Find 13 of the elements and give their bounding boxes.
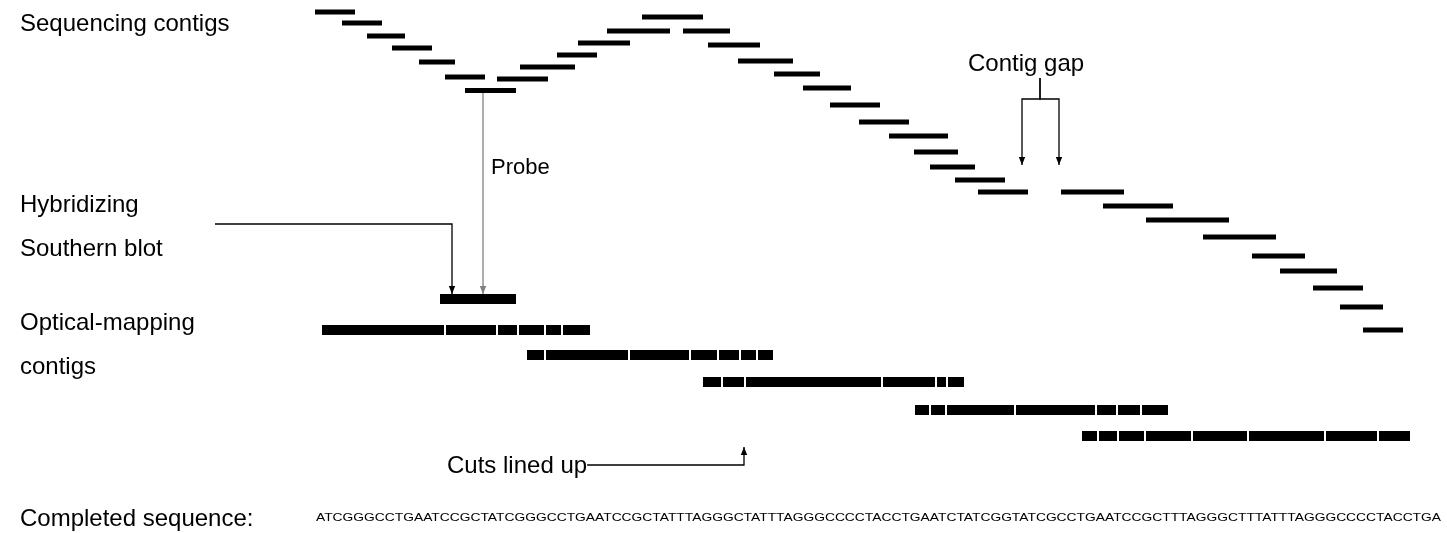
arrow [586, 446, 748, 466]
arrow [479, 92, 487, 295]
heading-text: Completed sequence: [20, 503, 254, 533]
probe-contig-bar [465, 88, 516, 93]
heading-text: Optical-mapping contigs [20, 307, 196, 381]
heading-text: Sequencing contigs [20, 8, 230, 38]
callout-text: Contig gap [968, 48, 1085, 78]
arrow [214, 223, 456, 295]
callout-text: Hybridizing Southern blot [20, 182, 215, 270]
sequence-text: ATCGGGCCTGAATCCGCTATCGGGCCTGAATCCGCTATTTAGGGCTATTTAGGGCCCCTACCTGAATCTATCGGTATCGCCTGAATCCGCTTTAGGGCTTTATTTAGGGCCCCTACCTGA [316, 510, 1441, 525]
callout-text: Cuts lined up [447, 450, 588, 480]
southern-blot-band [440, 294, 516, 304]
arrow [1039, 77, 1063, 166]
